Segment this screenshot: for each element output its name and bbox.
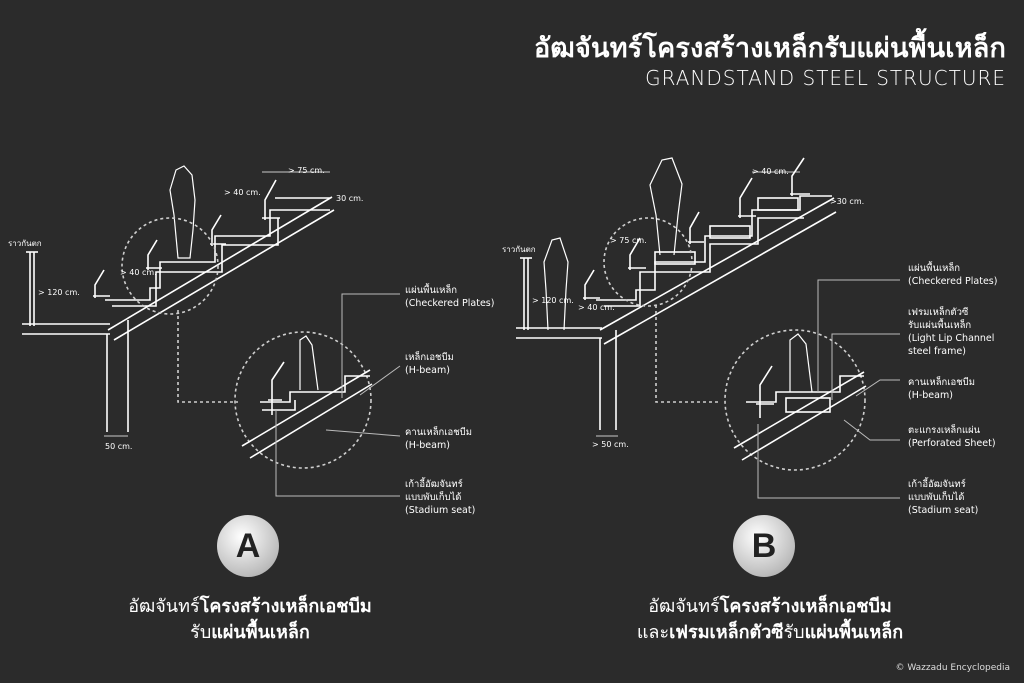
- b-railing-label: ราวกันตก: [502, 245, 536, 254]
- b-riser-dim: >30 cm.: [830, 197, 865, 206]
- b-seat-gap-dim: > 40 cm.: [578, 303, 615, 312]
- a-railing-height-dim: > 120 cm.: [38, 288, 80, 297]
- b-callout-checkered-plates: แผ่นพื้นเหล็ก(Checkered Plates): [908, 263, 998, 287]
- b-callout-c-channel-frame: เฟรมเหล็กตัวซีรับแผ่นพื้นเหล็ก(Light Lip…: [908, 307, 995, 357]
- a-seat-height-dim: > 40 cm.: [224, 188, 261, 197]
- badge-b: B: [733, 515, 795, 577]
- b-callout-perforated-sheet: ตะแกรงเหล็กแผ่น(Perforated Sheet): [908, 425, 996, 449]
- a-callout-checkered-plates: แผ่นพื้นเหล็ก(Checkered Plates): [405, 285, 495, 309]
- a-seat-spacing-dim: > 75 cm.: [288, 166, 325, 175]
- b-callout-stadium-seat: เก้าอี้อัฒจันทร์แบบพับเก็บได้(Stadium se…: [908, 479, 979, 516]
- b-seat-spacing-dim: > 75 cm.: [610, 236, 647, 245]
- a-callout-h-beam: เหล็กเอชบีม(H-beam): [405, 352, 454, 376]
- b-callout-h-beam: คานเหล็กเอชบีม(H-beam): [908, 377, 975, 401]
- badge-a: A: [217, 515, 279, 577]
- a-seat-gap-dim: > 40 cm.: [120, 268, 157, 277]
- page-subtitle: GRANDSTAND STEEL STRUCTURE: [645, 66, 1006, 90]
- a-railing-label: ราวกันตก: [8, 239, 42, 248]
- a-callout-h-beam-girder: คานเหล็กเอชบีม(H-beam): [405, 427, 472, 451]
- diagram-a-structure: [22, 165, 401, 497]
- a-riser-dim: 30 cm.: [336, 194, 364, 203]
- a-column-dim: 50 cm.: [105, 442, 133, 451]
- page-title: อัฒจันทร์โครงสร้างเหล็กรับแผ่นพื้นเหล็ก: [534, 33, 1006, 64]
- caption-b: อัฒจันทร์โครงสร้างเหล็กเอชบีม และเฟรมเหล…: [636, 596, 904, 643]
- b-column-dim: > 50 cm.: [592, 440, 629, 449]
- copyright-notice: © Wazzadu Encyclopedia: [895, 663, 1010, 673]
- b-seat-height-dim: > 40 cm.: [752, 167, 789, 176]
- b-railing-height-dim: > 120 cm.: [532, 296, 574, 305]
- diagram-b-structure: [516, 157, 900, 499]
- a-callout-stadium-seat: เก้าอี้อัฒจันทร์แบบพับเก็บได้(Stadium se…: [405, 479, 476, 516]
- caption-a: อัฒจันทร์โครงสร้างเหล็กเอชบีม รับแผ่นพื้…: [128, 596, 372, 643]
